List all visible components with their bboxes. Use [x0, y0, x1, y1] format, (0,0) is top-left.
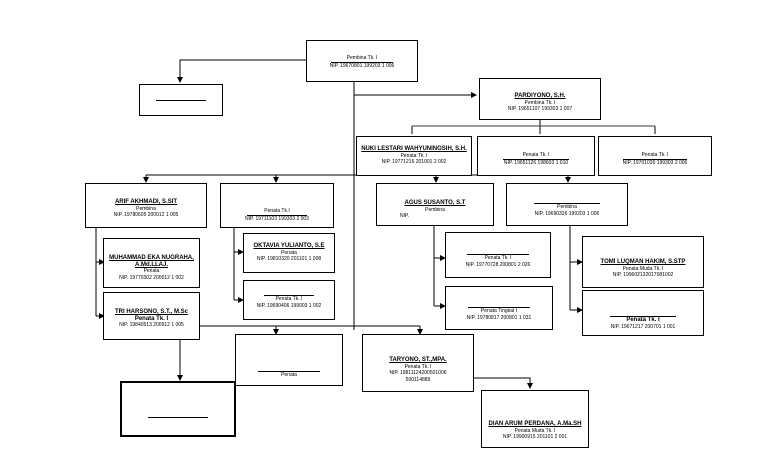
- left-blank-divider: [156, 100, 206, 101]
- penata-tingkat1-rank: Penata Tingkat I: [480, 308, 518, 314]
- oktavia-nip: NIP. 19810320 201101 1 008: [256, 256, 322, 262]
- top-nip: NIP. 19670801 199203 1 006: [329, 62, 395, 69]
- tri-name: TRI HARSONO, S.T., M.Sc: [114, 309, 188, 315]
- penata-box-divider: [258, 371, 320, 372]
- nuki-rank: Penata Tk. I: [400, 152, 428, 159]
- arif-name: ARIF AKHMADI, S.SIT: [114, 199, 178, 205]
- tomi-name: TOMI LUQMAN HAKIM, S.STP: [600, 259, 686, 265]
- nuki-box[interactable]: NUKI LESTARI WAHYUNINGSIH, S.H. Penata T…: [356, 136, 472, 176]
- penata-tingkat1-box[interactable]: Penata Tingkat I NIP. 19780817 200801 1 …: [445, 286, 553, 330]
- taryono-box[interactable]: TARYONO, ST.,MPA. Penata Tk. I NIP. 1981…: [362, 334, 474, 392]
- penata-tk1-d-box[interactable]: Penata Tk. I NIP. 19770728 200801 2 026: [445, 232, 551, 278]
- penata-tk1-c-divider: [264, 295, 314, 296]
- far-right-box[interactable]: Penata Tk. I NIP. 19701030 199303 2 006: [598, 136, 712, 176]
- penata-tk1-d-nip: NIP. 19770728 200801 2 026: [465, 261, 531, 268]
- penata-tingkat1-nip: NIP. 19780817 200801 1 031: [466, 314, 532, 321]
- left-blank-box[interactable]: [139, 84, 223, 116]
- oktavia-name: OKTAVIA YULIANTO, S.E: [253, 243, 325, 249]
- penata-tk1-b-nip: NIP. 19711103 199303 2 003: [245, 215, 309, 222]
- penata-box-rank: Penata: [281, 372, 297, 378]
- oktavia-rank: Penata: [281, 249, 297, 256]
- penata-tk1-d-divider: [467, 254, 529, 255]
- muhammad-box[interactable]: MUHAMMAD EKA NUGRAHA, A.Md.LLAJ. Penata …: [103, 238, 200, 288]
- taryono-name: TARYONO, ST.,MPA.: [389, 357, 447, 363]
- mid-right-divider: [503, 158, 569, 160]
- penata-tk1-b-rank: Penata Tk.I: [264, 208, 290, 214]
- tomi-rank: Penata Muda Tk. I: [622, 265, 664, 272]
- taryono-nip2: 500114889: [405, 376, 431, 383]
- arif-nip: NIP. 19780605 200012 1 005: [113, 212, 179, 218]
- muhammad-rank: Penata: [143, 268, 160, 274]
- muhammad-name-line1: MUHAMMAD EKA NUGRAHA,: [109, 255, 194, 261]
- mid-right-nip: NIP. 19651126 198603 1 010: [503, 159, 569, 166]
- far-right-rank: Penata Tk. I: [641, 152, 669, 158]
- penata-tingkat1-divider: [468, 307, 530, 308]
- dian-name: DIAN ARUM PERDANA, A.Ma.SH: [488, 421, 582, 427]
- tomi-nip: NIP. 199602132017081002: [612, 272, 674, 278]
- top-rank: Pembina Tk. I: [346, 55, 378, 61]
- dian-nip: NIP. 19900915 201101 2 001: [502, 434, 568, 440]
- penata-tk1-c-box[interactable]: Penata Tk. I NIP. 19690406 199003 1 002: [243, 280, 335, 320]
- penata-tk1-e-divider: [610, 316, 676, 317]
- muhammad-nip: NIP. 19770302 200012 1 002: [119, 274, 184, 281]
- connector-top-to-left: [177, 59, 306, 83]
- bottom-left-blank-divider: [148, 417, 208, 418]
- taryono-nip: NIP. 19811124200501006: [389, 370, 447, 376]
- penata-tk1-c-nip: NIP. 19690406 199003 1 002: [256, 302, 322, 309]
- tri-box[interactable]: TRI HARSONO, S.T., M.Sc Penata Tk. I NIP…: [103, 292, 200, 340]
- nuki-name: NUKI LESTARI WAHYUNINGSIH, S.H.: [361, 146, 467, 152]
- tri-rank: Penata Tk. I: [134, 315, 169, 322]
- tri-nip: NIP. 19840513 200912 1 005: [119, 322, 184, 328]
- penata-tk1-d-rank: Penata Tk. I: [484, 255, 512, 261]
- mid-right-rank: Penata Tk. I: [522, 152, 550, 158]
- bottom-left-blank-box[interactable]: [120, 381, 236, 437]
- penata-tk1-e-box[interactable]: Penata Tk. I NIP. 19671217 200701 1 001: [582, 290, 704, 336]
- pardiyono-box[interactable]: PARDIYONO, S.H. Pembina Tk. I NIP. 19651…: [479, 78, 601, 120]
- taryono-rank: Penata Tk. I: [404, 363, 432, 370]
- agus-rank: Pembina: [425, 206, 445, 213]
- pembina-b-box[interactable]: Pembina NIP. 19690326 199203 1 006: [506, 183, 628, 226]
- arif-rank: Pembina: [136, 205, 156, 212]
- dian-rank: Penata Muda Tk. I: [514, 427, 556, 434]
- agus-box[interactable]: AGUS SUSANTO, S.T Pembina NIP.: [376, 183, 494, 226]
- agus-nip: NIP.: [400, 213, 410, 219]
- penata-tk1-b-box[interactable]: Penata Tk.I NIP. 19711103 199303 2 003: [220, 183, 334, 228]
- far-right-divider: [623, 158, 687, 160]
- dian-box[interactable]: DIAN ARUM PERDANA, A.Ma.SH Penata Muda T…: [481, 390, 589, 448]
- penata-box[interactable]: Penata: [235, 334, 343, 386]
- top-chief-box[interactable]: Pembina Tk. I NIP. 19670801 199203 1 006: [306, 40, 418, 82]
- agus-name: AGUS SUSANTO, S.T: [404, 200, 466, 206]
- pardiyono-rank: Pembina Tk. I: [524, 99, 556, 106]
- top-divider: [331, 61, 393, 63]
- pardiyono-name: PARDIYONO, S.H.: [514, 93, 566, 99]
- muhammad-name-line2: A.Md.LLAJ.: [135, 261, 168, 268]
- mid-right-box[interactable]: Penata Tk. I NIP. 19651126 198603 1 010: [477, 136, 595, 176]
- oktavia-box[interactable]: OKTAVIA YULIANTO, S.E Penata NIP. 198103…: [243, 233, 335, 273]
- pembina-b-rank: Pembina: [557, 204, 577, 210]
- far-right-nip: NIP. 19701030 199303 2 006: [622, 159, 688, 166]
- penata-tk1-b-divider: [247, 214, 307, 216]
- arif-box[interactable]: ARIF AKHMADI, S.SIT Pembina NIP. 1978060…: [85, 183, 207, 228]
- penata-tk1-e-rank: Penata Tk. I: [626, 317, 660, 323]
- pembina-b-nip: NIP. 19690326 199203 1 006: [534, 210, 600, 217]
- tomi-box[interactable]: TOMI LUQMAN HAKIM, S.STP Penata Muda Tk.…: [582, 236, 704, 288]
- pembina-b-divider: [534, 203, 600, 204]
- pardiyono-nip: NIP. 19651107 199303 1 007: [507, 106, 573, 112]
- nuki-nip: NIP. 19771216 201001 2 002: [381, 159, 447, 165]
- penata-tk1-e-nip: NIP. 19671217 200701 1 001: [610, 323, 676, 330]
- penata-tk1-c-rank: Penata Tk. I: [275, 296, 303, 302]
